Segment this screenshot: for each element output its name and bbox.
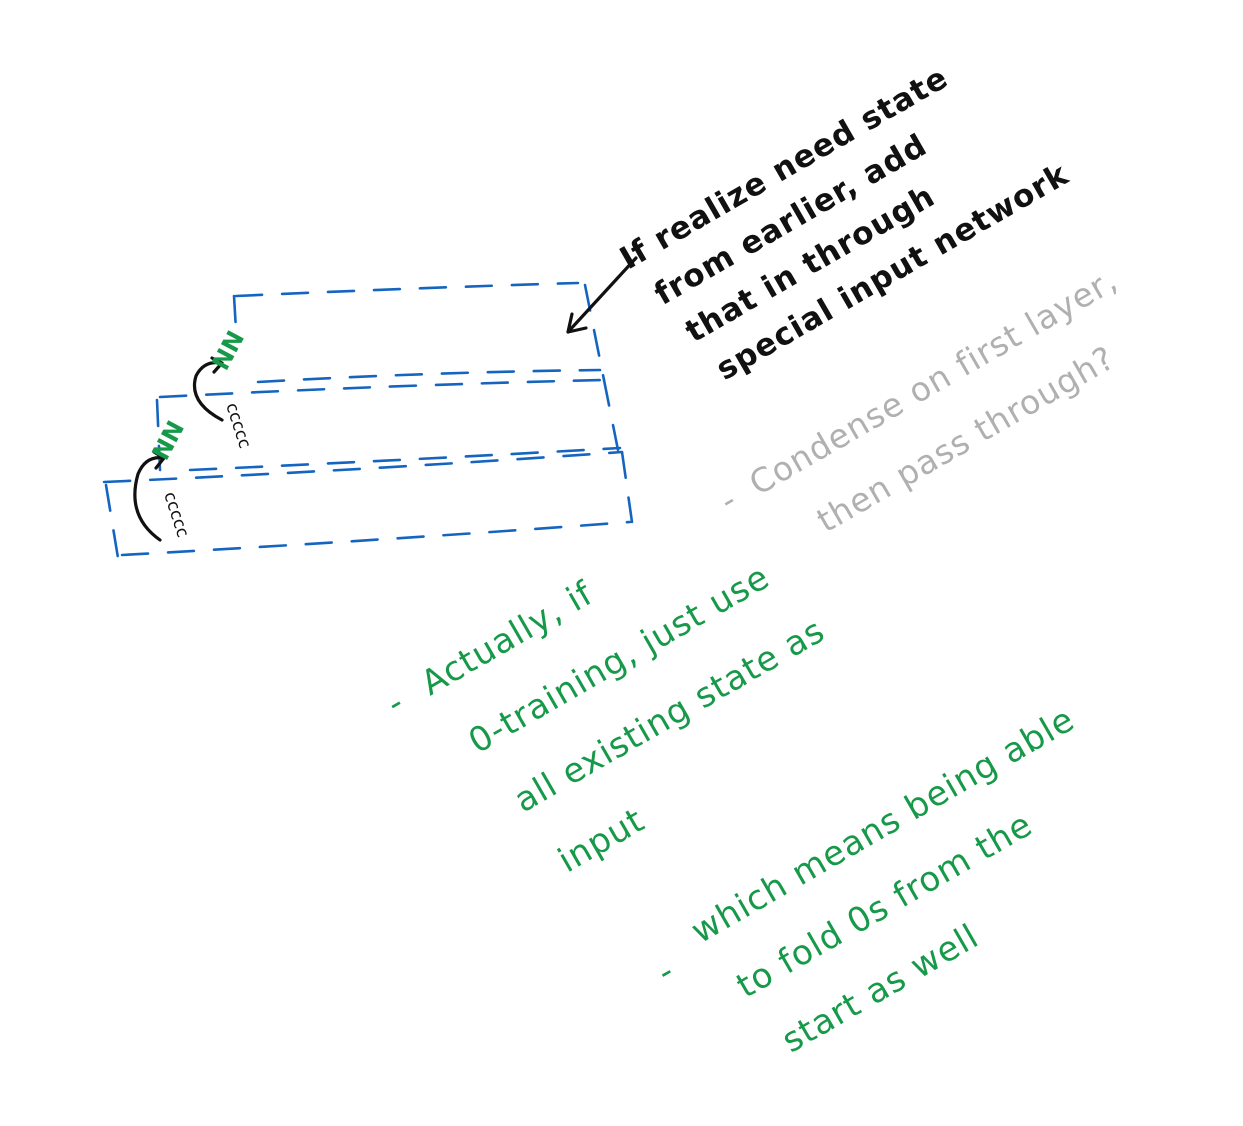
- note-green-dash: -: [380, 683, 412, 724]
- note-green-dash: -: [650, 951, 682, 992]
- cell-label: ccccc: [159, 489, 192, 540]
- loop-arrow-bottom: [133, 450, 166, 542]
- nn-label: NN: [207, 326, 251, 375]
- note-arrow: [566, 256, 638, 334]
- layer-box-middle: [155, 378, 622, 472]
- layer-box-top: [232, 281, 606, 384]
- note-grey: - Condense on first layer, then pass thr…: [713, 260, 1124, 540]
- note-green-a: - Actually, if 0-training, just use all …: [380, 557, 832, 881]
- loop-arrow-top: [193, 356, 224, 422]
- note-green-line: input: [551, 800, 651, 881]
- note-green-b: - which means being able to fold 0s from…: [650, 699, 1081, 1061]
- cell-label: ccccc: [221, 400, 254, 451]
- layer-box-bottom: [102, 450, 634, 572]
- note-grey-dash: -: [713, 480, 744, 520]
